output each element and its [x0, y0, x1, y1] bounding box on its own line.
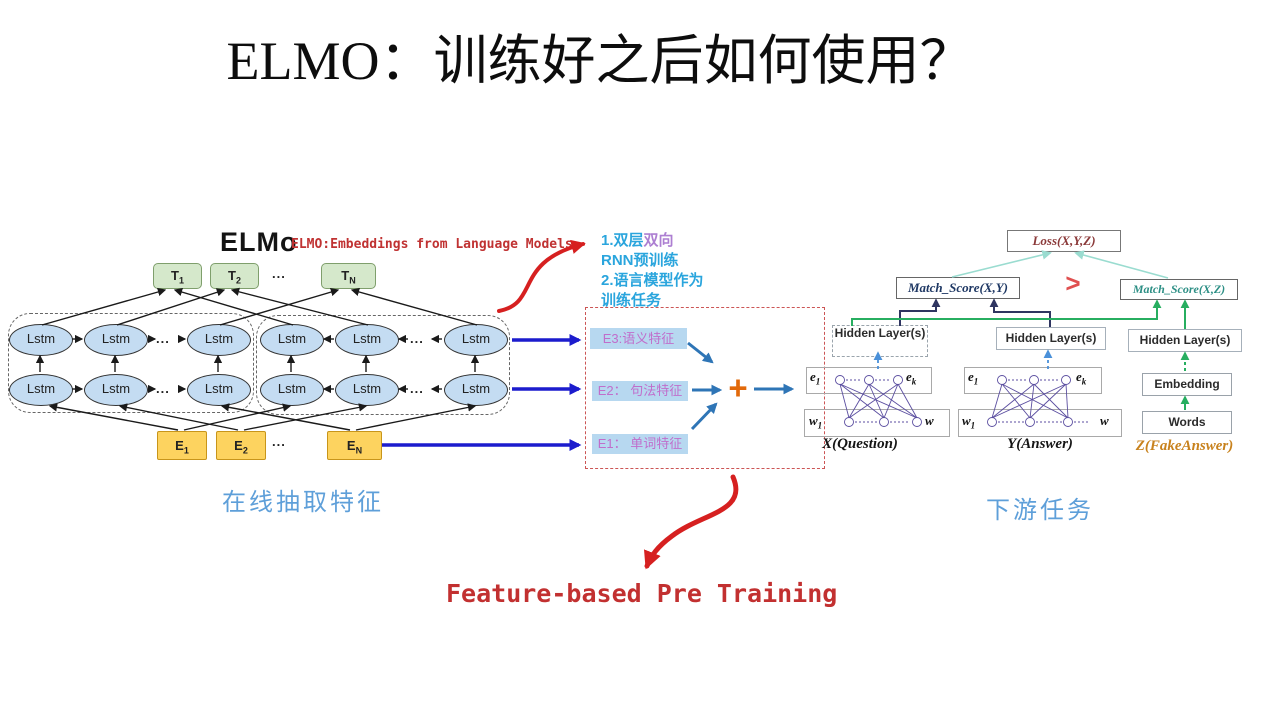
x-w-label: w [925, 413, 934, 428]
feature-e2-label: E2： 句法特征 [592, 381, 688, 401]
match-xy-connectors [899, 298, 1051, 327]
note-line4: 训练任务 [601, 292, 662, 309]
match-score-xy-box: Match_Score(X,Y) [896, 277, 1020, 299]
plus-sign: + [728, 369, 748, 406]
lstm-node: Lstm [444, 324, 508, 356]
note-line1-blue: 1.双层 [601, 232, 644, 249]
right-caption: 下游任务 [986, 497, 1094, 524]
embedding-box: Embedding [1142, 373, 1232, 396]
lstm-node: Lstm [444, 374, 508, 406]
e-box-n: EN [327, 431, 382, 460]
loss-box: Loss(X,Y,Z) [1007, 230, 1121, 252]
y-e1-label: e1 [968, 369, 979, 387]
words-box: Words [1142, 411, 1232, 434]
match-score-xz-box: Match_Score(X,Z) [1120, 279, 1238, 300]
x-question-label: X(Question) [822, 436, 898, 452]
y-answer-label: Y(Answer) [1007, 436, 1073, 452]
y-ek-label: ek [1076, 369, 1087, 387]
hidden-layers-x-box: Hidden Layer(s) [832, 325, 928, 357]
lstm-node: Lstm [335, 374, 399, 406]
feature-box [585, 307, 825, 469]
e-dots: ... [272, 434, 286, 449]
y-word-row-frame [958, 409, 1122, 437]
lstm-dots: ... [410, 381, 424, 396]
e-box-1: E1 [157, 431, 207, 460]
hidden-layers-z-box: Hidden Layer(s) [1128, 329, 1242, 352]
feature-e1-label: E1： 单词特征 [592, 434, 688, 454]
lstm-node: Lstm [187, 324, 251, 356]
lstm-node: Lstm [260, 324, 324, 356]
lstm-node: Lstm [187, 374, 251, 406]
slide-title: ELMO：训练好之后如何使用？ [226, 31, 974, 91]
lstm-node: Lstm [84, 374, 148, 406]
left-caption: 在线抽取特征 [222, 489, 384, 516]
lstm-node: Lstm [84, 324, 148, 356]
greater-than-sign: > [1065, 268, 1081, 298]
note-line3: 2.语言模型作为 [601, 272, 704, 289]
x-e1-label: e1 [810, 369, 821, 387]
note-line2: RNN预训练 [601, 252, 679, 269]
y-w1-label: w1 [962, 413, 976, 431]
lstm-dots: ... [410, 331, 424, 346]
lstm-dots: ... [156, 381, 170, 396]
t-box-1: T1 [153, 263, 202, 289]
x-ek-label: ek [906, 369, 917, 387]
feature-e3-label: E3:语义特征 [590, 328, 687, 349]
lstm-node: Lstm [9, 324, 73, 356]
hidden-layers-y-box: Hidden Layer(s) [996, 327, 1106, 350]
pretraining-caption: Feature-based Pre Training [446, 579, 838, 608]
t-box-2: T2 [210, 263, 259, 289]
elmo-label: ELMo [220, 227, 298, 257]
t-box-n: TN [321, 263, 376, 289]
note-line1-purple: 双向 [643, 232, 674, 249]
pretrain-note: 1.双层双向 RNN预训练 2.语言模型作为 训练任务 [601, 231, 704, 311]
lstm-dots: ... [156, 331, 170, 346]
x-w1-label: w1 [809, 413, 823, 431]
t-dots: ... [272, 266, 286, 281]
elmo-subtitle: ELMO:Embeddings from Language Models [291, 237, 573, 252]
e-box-2: E2 [216, 431, 266, 460]
lstm-node: Lstm [9, 374, 73, 406]
y-w-label: w [1100, 413, 1109, 428]
lstm-node: Lstm [335, 324, 399, 356]
lstm-node: Lstm [260, 374, 324, 406]
z-fakeanswer-label: Z(FakeAnswer) [1135, 438, 1234, 454]
